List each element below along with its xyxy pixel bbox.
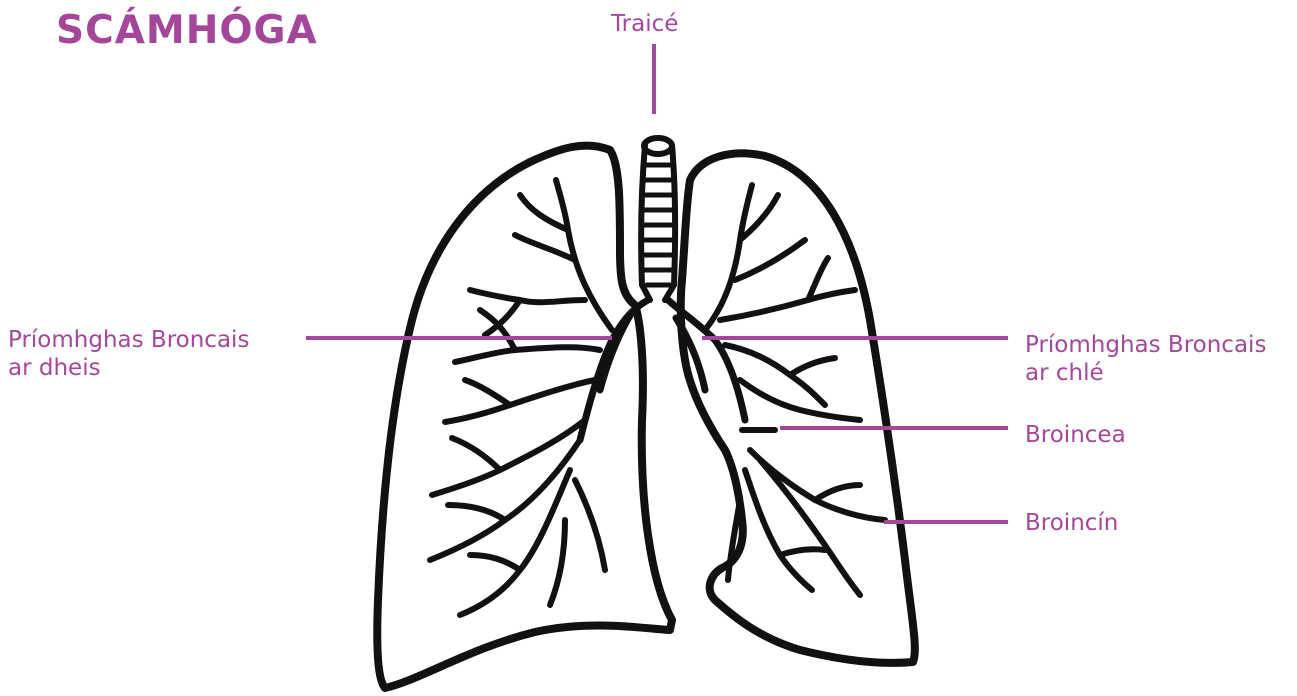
right-bronchial-tree xyxy=(430,180,612,615)
right-lung-outline xyxy=(377,146,672,688)
right-bronchus-label-line1: Príomhghas Broncais xyxy=(8,326,249,354)
left-bronchus-label-line1: Príomhghas Broncais xyxy=(1025,331,1266,359)
right-bronchus-label: Príomhghas Broncais ar dheis xyxy=(8,326,249,382)
left-bronchus-label-line2: ar chlé xyxy=(1025,359,1266,387)
trachea-drawing xyxy=(641,138,675,300)
bronchus-label: Broincea xyxy=(1025,421,1126,449)
left-bronchus-label: Príomhghas Broncais ar chlé xyxy=(1025,331,1266,387)
left-bronchial-tree xyxy=(705,185,885,595)
trachea-label: Traicé xyxy=(611,10,678,38)
right-bronchus-label-line2: ar dheis xyxy=(8,354,249,382)
page-title: SCÁMHÓGA xyxy=(56,8,318,53)
bronchiole-label: Broincín xyxy=(1025,509,1118,537)
